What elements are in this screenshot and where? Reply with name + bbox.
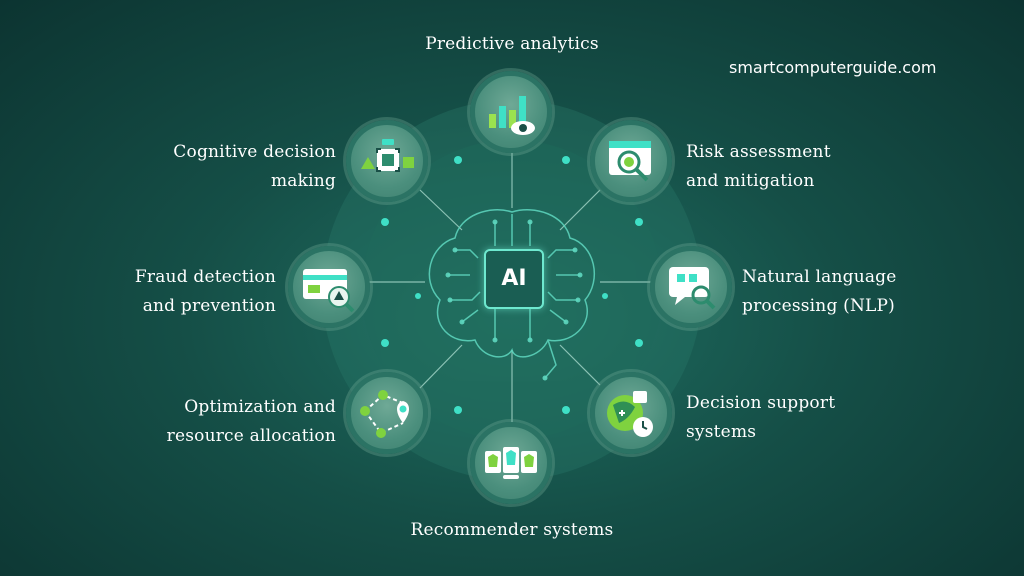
node-recommender bbox=[470, 422, 552, 504]
label-recommender: Recommender systems bbox=[410, 520, 614, 540]
chat-magnifier-icon bbox=[669, 267, 716, 310]
node-risk-assessment bbox=[590, 120, 672, 202]
label-decision-support: Decision support systems bbox=[686, 389, 835, 447]
connector-lines bbox=[365, 148, 655, 425]
label-nlp-line1: Natural language bbox=[742, 267, 897, 287]
brain-circuit bbox=[428, 209, 596, 379]
node-predictive-analytics bbox=[470, 71, 552, 153]
node-decision-support bbox=[590, 372, 672, 454]
node-optimization bbox=[346, 372, 428, 454]
label-cognitive-line2: making bbox=[270, 171, 336, 191]
bar-chart-eye-icon bbox=[489, 96, 535, 135]
website-label: smartcomputerguide.com bbox=[729, 58, 937, 77]
tshirt-cards-icon bbox=[485, 447, 537, 479]
label-risk-assessment: Risk assessment and mitigation bbox=[686, 138, 831, 196]
label-fraud-line1: Fraud detection bbox=[134, 267, 276, 287]
label-cognitive-line1: Cognitive decision bbox=[173, 142, 336, 162]
label-cognitive: Cognitive decision making bbox=[136, 138, 336, 196]
label-decision-line2: systems bbox=[686, 422, 757, 442]
label-optimization-line1: Optimization and bbox=[184, 397, 336, 417]
label-fraud: Fraud detection and prevention bbox=[100, 263, 276, 321]
label-decision-line1: Decision support bbox=[686, 393, 836, 413]
card-warning-icon bbox=[303, 269, 355, 313]
label-risk-line2: and mitigation bbox=[686, 171, 815, 191]
node-fraud bbox=[288, 246, 370, 328]
label-predictive-analytics: Predictive analytics bbox=[425, 34, 599, 54]
label-optimization: Optimization and resource allocation bbox=[136, 393, 336, 451]
label-risk-line1: Risk assessment bbox=[686, 142, 831, 162]
label-nlp-line2: processing (NLP) bbox=[742, 296, 896, 316]
ai-chip-center: AI bbox=[484, 249, 544, 309]
label-nlp: Natural language processing (NLP) bbox=[742, 263, 897, 321]
node-cognitive bbox=[346, 120, 428, 202]
accent-dots bbox=[381, 156, 643, 414]
route-pin-icon bbox=[360, 390, 409, 438]
bug-magnifier-icon bbox=[609, 141, 651, 182]
globe-clock-icon bbox=[607, 391, 653, 437]
shapes-focus-icon bbox=[361, 139, 414, 172]
label-optimization-line2: resource allocation bbox=[166, 426, 336, 446]
node-nlp bbox=[650, 246, 732, 328]
label-fraud-line2: and prevention bbox=[142, 296, 276, 316]
